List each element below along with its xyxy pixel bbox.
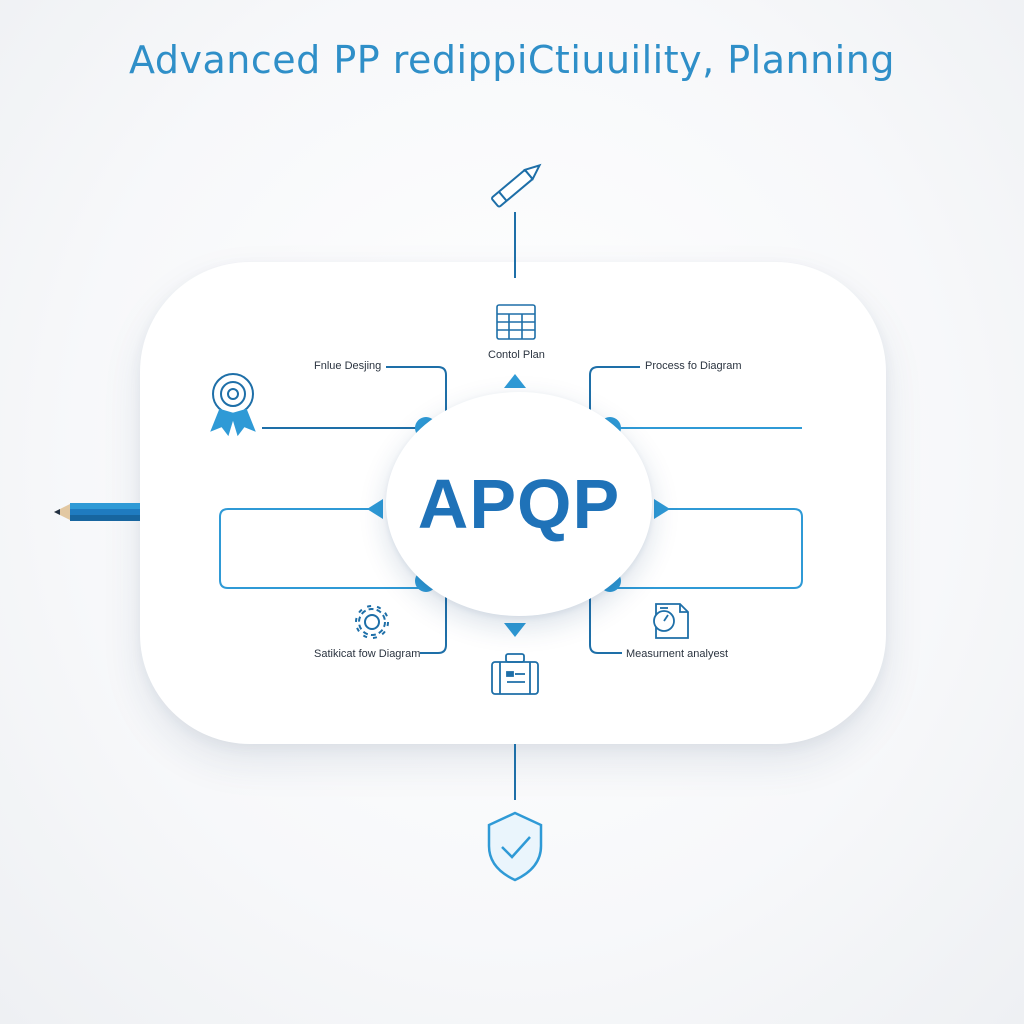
connector-top-right (589, 366, 640, 428)
connector-top-left (386, 366, 447, 428)
node-label-top-left: Fnlue Desjing (314, 360, 382, 372)
arrow-right (654, 499, 670, 519)
arrow-down (504, 623, 526, 637)
gear-icon (355, 605, 389, 639)
connector-left-box (219, 508, 426, 589)
node-label-bottom-left: Satikicat fow Diagram (314, 648, 421, 660)
toolbox-icon (491, 653, 539, 695)
node-label-top-right: Process fo Diagram (645, 360, 742, 372)
spreadsheet-icon (496, 304, 536, 340)
stopwatch-document-icon (653, 603, 689, 639)
award-badge-icon (210, 373, 256, 437)
connector-right-box (610, 508, 803, 589)
center-label: APQP (417, 465, 621, 543)
pencil-icon (491, 163, 542, 208)
arrow-left (367, 499, 383, 519)
node-label-bottom-right: Measurnent analyest (626, 648, 729, 660)
shield-check-icon (487, 811, 543, 882)
apqp-center-node: APQP (386, 392, 652, 616)
node-label-top-center: Contol Plan (488, 349, 545, 361)
arrow-up (504, 374, 526, 388)
page-title: Advanced PP redippiCtiuuility, Planning (129, 38, 895, 82)
pencil-icon (54, 503, 140, 521)
